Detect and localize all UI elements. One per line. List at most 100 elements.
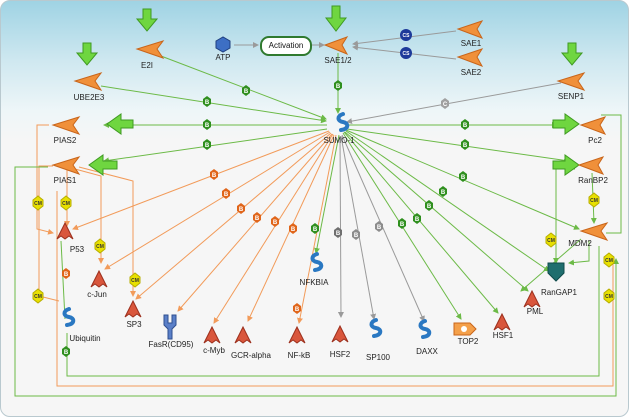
cmyb-tf-icon [203, 325, 221, 344]
nfkb-tf-icon [288, 325, 306, 344]
pml-label: PML [526, 307, 544, 316]
sae1-ligase-icon [456, 20, 484, 39]
daxx-label: DAXX [416, 347, 438, 356]
svg-text:CM: CM [131, 278, 139, 284]
svg-text:B: B [212, 173, 217, 179]
ranbp2-label: RanBP2 [578, 176, 608, 185]
hsf2-tf-icon [331, 324, 349, 343]
badge-cs-2: CS [400, 47, 412, 59]
badge-b-gray-3: B [375, 221, 383, 232]
svg-text:CM: CM [34, 294, 42, 300]
activation-arrow-sae12 [324, 5, 348, 32]
sp100-sumo-icon [369, 318, 383, 338]
svg-text:B: B [64, 350, 69, 356]
badge-b-green-9: B [439, 186, 447, 197]
gcr-label: GCR-alpha [230, 351, 272, 360]
nfkb-label: NF-kB [287, 351, 311, 360]
svg-text:B: B [354, 233, 359, 239]
ube2e3-ligase-icon [73, 72, 103, 91]
svg-text:B: B [463, 143, 468, 149]
senp1-label: SENP1 [557, 92, 585, 101]
sp3-tf-icon [124, 299, 142, 318]
svg-text:B: B [255, 216, 260, 222]
svg-text:B: B [400, 222, 405, 228]
badge-b-green-10: B [425, 200, 433, 211]
badge-cm-3: CM [94, 238, 106, 254]
mdm2-ligase-icon [579, 222, 609, 241]
badge-cm-2: CM [60, 195, 72, 211]
svg-text:B: B [463, 123, 468, 129]
svg-text:B: B [224, 192, 229, 198]
badge-b-orange-6: B [289, 223, 297, 234]
badge-b-green-2: B [334, 80, 342, 91]
rangap1-gtpase-icon [547, 262, 565, 282]
svg-text:CM: CM [605, 258, 613, 264]
badge-b-green-8: B [459, 171, 467, 182]
svg-text:B: B [441, 190, 446, 196]
activation-arrow-ube2e3 [75, 42, 99, 66]
p53-tf-icon [56, 221, 74, 240]
svg-text:B: B [64, 272, 69, 278]
badge-c: C [441, 98, 449, 109]
pml-tf-icon [523, 289, 541, 308]
e2i-label: E2I [140, 61, 154, 70]
ubiquitin-sumo-icon [62, 307, 76, 327]
activation-arrow-pc2 [552, 113, 580, 135]
sp3-label: SP3 [126, 320, 142, 329]
ubiquitin-label: Ubiquitin [69, 334, 101, 343]
svg-text:B: B [205, 100, 210, 106]
hsf1-tf-icon [493, 312, 511, 331]
badge-cs-1: CS [400, 29, 412, 41]
svg-text:B: B [415, 217, 420, 223]
svg-text:B: B [427, 204, 432, 210]
activation-box: Activation [260, 36, 312, 56]
badge-b-orange-3: B [237, 203, 245, 214]
badge-cm-6: CM [545, 232, 557, 248]
svg-text:CM: CM [96, 244, 104, 250]
ranbp2-ligase-icon [577, 156, 605, 175]
svg-text:B: B [336, 84, 341, 90]
sae2-label: SAE2 [460, 68, 482, 77]
svg-text:CM: CM [590, 198, 598, 204]
sae1-label: SAE1 [460, 39, 482, 48]
cjun-label: c-Jun [87, 290, 107, 299]
badge-cm-8: CM [603, 252, 615, 268]
atp-label: ATP [215, 53, 231, 62]
cmyb-label: c-Myb [203, 346, 225, 355]
badge-b-green-13: B [311, 223, 319, 234]
svg-text:B: B [291, 227, 296, 233]
sumo1-sumo-icon [336, 112, 350, 132]
svg-text:CM: CM [34, 201, 42, 207]
svg-text:B: B [239, 207, 244, 213]
sae2-ligase-icon [456, 48, 484, 67]
rangap1-label: RanGAP1 [540, 288, 578, 297]
badge-b-gray-1: B [334, 227, 342, 238]
svg-text:B: B [205, 123, 210, 129]
badge-b-orange-4: B [253, 212, 261, 223]
badge-b-green-6: B [461, 119, 469, 130]
svg-text:B: B [205, 143, 210, 149]
activation-arrow-pias1 [88, 154, 118, 176]
svg-text:CS: CS [403, 51, 411, 57]
badge-b-orange-5: B [271, 216, 279, 227]
badge-b-orange-7: B [293, 303, 301, 314]
svg-text:B: B [273, 220, 278, 226]
hsf2-label: HSF2 [329, 350, 351, 359]
fasr-label: FasR(CD95) [148, 340, 194, 349]
senp1-ligase-icon [556, 72, 586, 91]
badge-cm-7: CM [588, 192, 600, 208]
pias1-label: PIAS1 [53, 176, 77, 185]
badge-b-green-12: B [398, 218, 406, 229]
badge-b-gray-2: B [352, 229, 360, 240]
badge-b-green-11: B [413, 213, 421, 224]
pc2-ligase-icon [579, 116, 607, 135]
svg-text:B: B [336, 231, 341, 237]
activation-arrow-e2i [135, 8, 159, 32]
sumo1-label: SUMO-1 [323, 136, 355, 145]
badge-b-green-5: B [203, 139, 211, 150]
nfkbia-sumo-icon [310, 252, 324, 272]
sae12-ligase-icon [323, 36, 349, 56]
svg-text:B: B [461, 175, 466, 181]
